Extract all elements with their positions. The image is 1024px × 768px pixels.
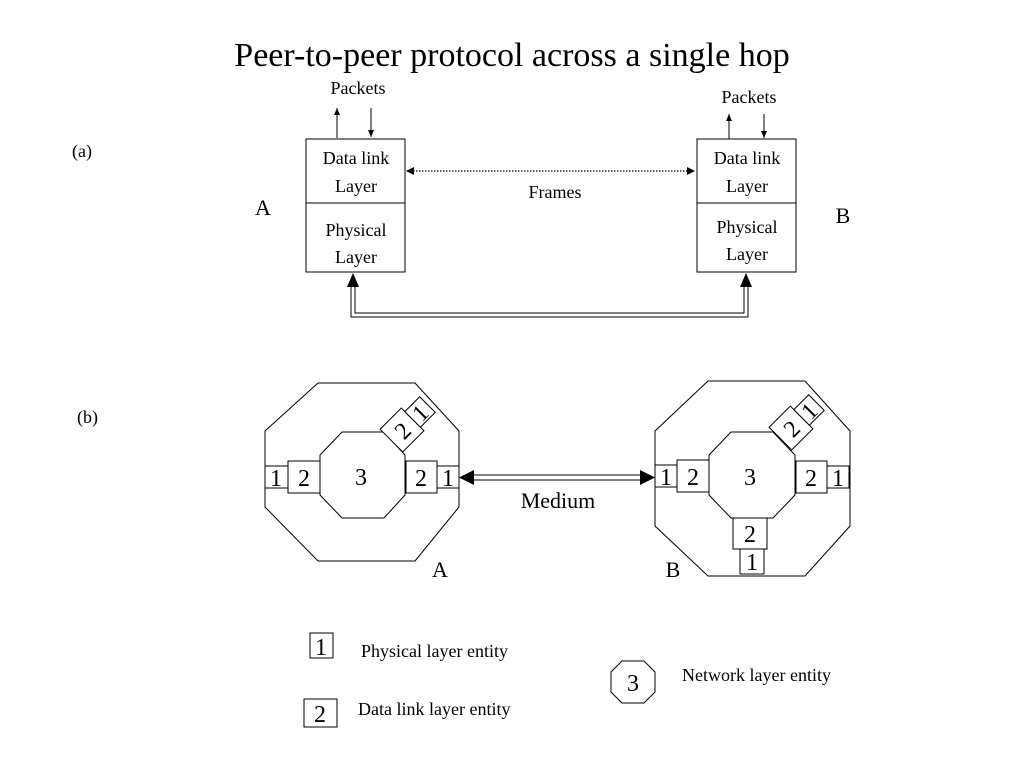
phy-label-a-line2: Layer <box>335 247 377 267</box>
legend-network-text: Network layer entity <box>682 665 831 685</box>
data-link-layer-box-a <box>305 138 406 204</box>
legend-datalink-symbol-box <box>303 698 338 728</box>
medium-connection: Medium <box>459 470 655 513</box>
frames-arrowhead-left <box>406 167 414 175</box>
node-a-phy-left-box <box>264 465 289 489</box>
dll-label-a-line1: Data link <box>323 148 389 168</box>
page-title: Peer-to-peer protocol across a single ho… <box>234 37 789 74</box>
phy-label-b-line2: Layer <box>726 244 768 264</box>
legend-network-symbol-octagon <box>610 660 656 704</box>
phy-label-a-line1: Physical <box>326 220 387 240</box>
legend: 1 Physical layer entity 2 Data link laye… <box>303 632 831 728</box>
node-b-phy-bottom-label: 1 <box>746 550 758 576</box>
medium-label: Medium <box>521 488 596 513</box>
node-b-phy-right-label: 1 <box>832 466 844 492</box>
medium-line-outer <box>350 286 749 318</box>
legend-datalink-symbol: 2 <box>314 702 326 728</box>
node-a-top-entities: 2 1 <box>379 396 436 453</box>
medium-arrowhead-left <box>459 470 474 485</box>
node-b-phy-right-box <box>826 465 850 489</box>
node-b-dll-right-label: 2 <box>805 466 817 492</box>
part-b-node-a: 3 2 1 2 1 2 1 A <box>264 382 460 582</box>
node-a-outer-octagon <box>264 382 460 562</box>
legend-network-symbol: 3 <box>627 671 639 697</box>
legend-datalink-text: Data link layer entity <box>358 699 510 719</box>
data-link-layer-box-b <box>696 138 797 204</box>
part-a-label: (a) <box>72 141 92 162</box>
node-b-dll-left-box <box>676 459 710 493</box>
frames-label: Frames <box>529 182 582 202</box>
dll-label-b-line2: Layer <box>726 176 768 196</box>
phy-label-b-line1: Physical <box>717 217 778 237</box>
legend-physical-symbol-box <box>309 632 334 659</box>
node-a-dll-left-box <box>287 460 321 494</box>
node-a-dll-left-label: 2 <box>298 466 310 492</box>
node-a-dll-right-label: 2 <box>415 466 427 492</box>
node-b-label: B <box>836 203 851 228</box>
node-b-dll-bottom-label: 2 <box>744 522 756 548</box>
node-b-top-entities: 2 1 <box>768 394 825 451</box>
node-a-phy-left-label: 1 <box>270 466 282 492</box>
node-b-phy-left-label: 1 <box>660 465 672 491</box>
node-a-name: A <box>432 557 448 582</box>
part-b-node-b: 3 2 1 2 1 2 1 2 1 B <box>654 380 851 582</box>
physical-layer-box-a <box>305 202 406 273</box>
node-a-label: A <box>255 195 271 220</box>
medium-line-inner <box>354 286 745 314</box>
medium-arrowhead-a <box>347 273 359 287</box>
node-a-phy-right-box <box>436 465 460 489</box>
node-a-phy-top-box <box>404 396 436 428</box>
physical-layer-box-b <box>696 202 797 273</box>
node-b-dll-right-box <box>795 460 828 494</box>
frames-connection: Frames <box>406 167 695 202</box>
node-b-dll-bottom-box <box>732 517 768 550</box>
dll-label-b-line1: Data link <box>714 148 780 168</box>
node-b-phy-left-box <box>654 464 678 488</box>
node-a-dll-right-box <box>405 460 438 494</box>
part-a-node-a: Packets Data link Layer Physical Layer A <box>255 78 406 273</box>
part-a-node-b: Packets Data link Layer Physical Layer B <box>696 87 851 273</box>
node-a-network-entity: 3 <box>355 465 367 491</box>
part-b-label: (b) <box>77 407 98 428</box>
node-b-dll-left-label: 2 <box>687 465 699 491</box>
legend-physical-text: Physical layer entity <box>361 641 508 661</box>
packets-label-a: Packets <box>331 78 386 98</box>
legend-physical-symbol: 1 <box>315 635 327 661</box>
frames-arrowhead-right <box>687 167 695 175</box>
medium-arrowhead-b <box>740 273 752 287</box>
node-b-phy-bottom-box <box>739 548 765 575</box>
physical-medium-link <box>347 273 752 318</box>
node-b-phy-top-box <box>793 394 825 426</box>
node-b-network-entity: 3 <box>744 465 756 491</box>
node-b-outer-octagon <box>654 380 851 577</box>
node-a-phy-right-label: 1 <box>442 466 454 492</box>
dll-label-a-line2: Layer <box>335 176 377 196</box>
medium-arrowhead-right <box>640 470 655 485</box>
packets-label-b: Packets <box>722 87 777 107</box>
node-b-name: B <box>666 557 681 582</box>
